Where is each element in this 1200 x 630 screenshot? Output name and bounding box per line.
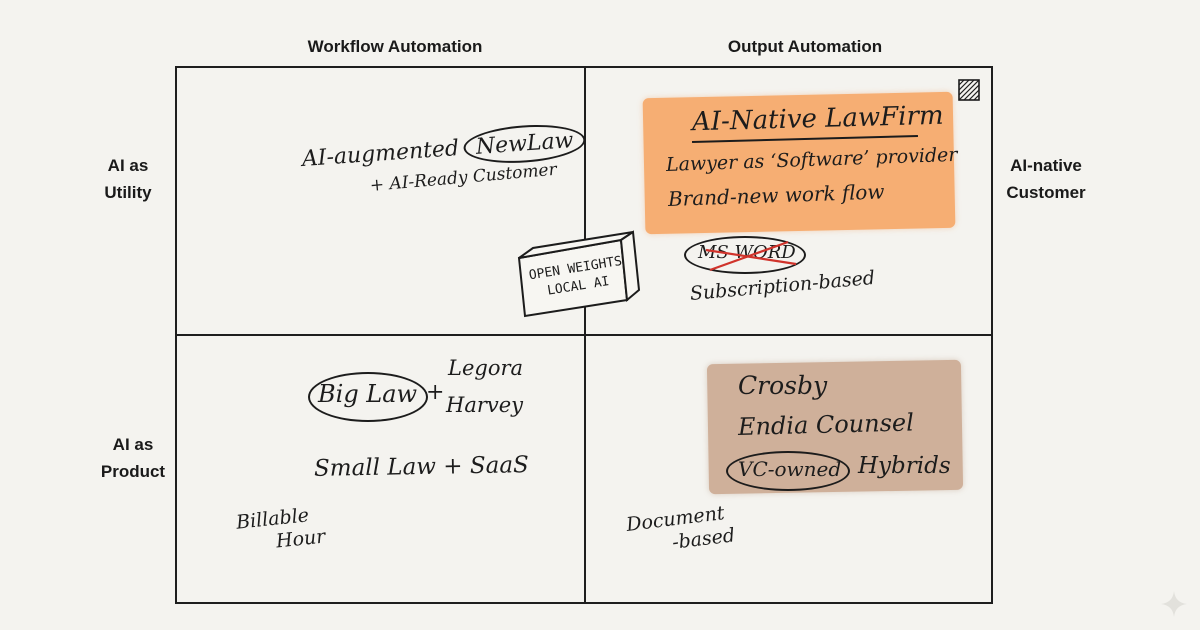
open-weights-block: OPEN WEIGHTS LOCAL AI: [517, 230, 641, 318]
vc-owned-circled: VC-owned: [726, 451, 850, 491]
legora-text: Legora: [448, 356, 524, 380]
grid-horizontal-divider: [175, 334, 993, 336]
sparkle-icon: [1160, 590, 1188, 618]
circle-mark: [726, 451, 850, 491]
axis-label-line: AI-native: [1010, 156, 1082, 175]
axis-label-line: Customer: [1006, 183, 1086, 202]
crosby-text: Crosby: [738, 371, 828, 400]
small-law-saas-text: Small Law + SaaS: [313, 452, 530, 482]
harvey-text: Harvey: [446, 393, 524, 417]
axis-label-ai-native-customer: AI-native Customer: [996, 152, 1096, 206]
endia-counsel-text: Endia Counsel: [737, 408, 915, 441]
axis-label-output-automation: Output Automation: [727, 37, 883, 56]
circle-mark: [684, 236, 806, 274]
strike-through-icon: [705, 240, 797, 272]
axis-label-line: Utility: [104, 183, 152, 202]
axis-label-line: AI as: [112, 435, 154, 454]
block-outline-icon: [517, 230, 641, 318]
axis-label-line: Product: [100, 462, 166, 481]
hybrids-text: Hybrids: [858, 453, 951, 479]
ms-word-crossed: MS WORD: [684, 236, 806, 274]
plus-sign: +: [426, 380, 445, 405]
axis-label-ai-as-product: AI as Product: [88, 431, 178, 485]
axis-label-line: AI as: [107, 156, 149, 175]
axis-label-ai-as-utility: AI as Utility: [88, 152, 168, 206]
axis-label-workflow-automation: Workflow Automation: [307, 37, 483, 56]
big-law-circled: Big Law: [308, 372, 428, 422]
hatched-square-icon: [958, 79, 980, 101]
circle-mark: [308, 372, 428, 422]
